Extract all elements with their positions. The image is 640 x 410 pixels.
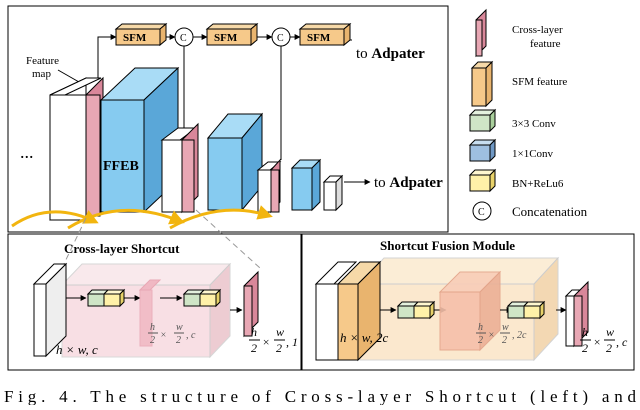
sfm-branch-line-1 [97, 34, 117, 78]
right-dim-out-times: × [593, 335, 601, 349]
legend-bnrelu-label: BN+ReLu6 [512, 178, 564, 190]
left-bnrelu-block [102, 288, 126, 308]
legend-sfm-label: SFM feature [512, 76, 567, 88]
to-adapter-1-prefix: to [356, 46, 371, 62]
left-dim-in: h × w, c [56, 342, 98, 357]
legend-bnrelu-icon [468, 168, 497, 193]
left-dim-out: h 2 × w 2 , 1 [249, 325, 298, 355]
left-input-block [32, 262, 68, 358]
left-bnrelu-block-2 [198, 288, 222, 308]
blue-block-3 [290, 158, 322, 212]
ffeb-label: FFEB [103, 159, 139, 174]
left-dim-mid-h: h [150, 322, 155, 333]
top-panel-frame [7, 5, 449, 233]
cross-layer-slab-2 [181, 122, 199, 214]
left-dim-out-w: w [276, 325, 284, 339]
feature-map-label-2: map [32, 68, 51, 80]
left-dim-mid-w-den: 2 [176, 335, 181, 346]
concat-symbol-1: C [180, 33, 187, 44]
left-mid-slab [138, 279, 162, 347]
right-dim-mid-times: × [488, 330, 495, 341]
right-dim-mid-h-den: 2 [478, 335, 483, 346]
right-input-sfm [336, 260, 382, 362]
legend-cross-layer-label: Cross-layer [512, 24, 563, 36]
left-dim-mid-suffix: , c [186, 330, 196, 341]
right-dim-mid-w: w [502, 322, 509, 333]
left-conv3-block-2 [182, 289, 206, 307]
left-output-slab [243, 270, 259, 338]
right-dim-out-h-den: 2 [582, 341, 588, 355]
legend-conv3-icon [468, 108, 497, 133]
left-dim-out-h: h [251, 325, 257, 339]
sfm-label-1: SFM [123, 32, 147, 44]
left-dim-mid: h 2 × w 2 , c [148, 322, 196, 346]
figure-caption: Fig. 4. The structure of Cross-layer Sho… [4, 387, 636, 405]
to-adapter-2: to Adpater [374, 175, 443, 191]
legend-concat-label: Concatenation [512, 204, 588, 219]
sfm-label-2: SFM [214, 32, 238, 44]
left-panel-frame [7, 233, 302, 371]
legend-conv3-label: 3×3 Conv [512, 118, 556, 130]
concat-symbol-2: C [277, 33, 284, 44]
yellow-skip-arrows [11, 205, 273, 230]
legend-concat-symbol: C [478, 207, 485, 218]
left-conv3-block [86, 289, 110, 307]
cross-layer-slab-1 [85, 76, 104, 218]
right-dim-mid-h: h [478, 322, 483, 333]
right-dim-mid-w-den: 2 [502, 335, 507, 346]
output-block [322, 174, 344, 212]
right-mid-block [438, 270, 502, 352]
legend-cross-layer-label-2: feature [530, 38, 561, 50]
to-adapter-1-word: Adpater [371, 46, 425, 62]
zoom-line-right [195, 209, 261, 269]
right-dim-mid: h 2 × w 2 , 2c [476, 322, 527, 346]
to-adapter-2-prefix: to [374, 175, 389, 191]
right-dim-out: h 2 × w 2 , c [580, 325, 628, 355]
left-dim-out-w-den: 2 [276, 341, 282, 355]
legend-conv1-icon [468, 138, 497, 163]
right-output-slab [564, 280, 590, 348]
right-dim-in: h × w, 2c [340, 330, 388, 345]
right-bnrelu-block [412, 300, 436, 320]
cross-layer-slab-3 [270, 158, 281, 214]
legend-conv1-label: 1×1Conv [512, 148, 554, 160]
feature-map-block [49, 77, 102, 221]
left-dim-out-times: × [262, 335, 270, 349]
sfm-block-1: SFM [114, 22, 168, 47]
right-dim-out-w: w [606, 325, 614, 339]
blue-block-2 [206, 112, 264, 212]
right-panel-title: Shortcut Fusion Module [380, 238, 515, 253]
to-adapter-1: to Adpater [356, 46, 425, 62]
right-conv1-block-2 [506, 301, 530, 319]
legend-cross-layer-icon [475, 8, 487, 58]
right-dim-out-h: h [582, 325, 588, 339]
right-panel-frame [301, 233, 635, 371]
left-dim-mid-h-den: 2 [150, 335, 155, 346]
concat-circle-1: C [174, 27, 194, 47]
legend-sfm-icon [470, 60, 494, 108]
ellipsis-text: ... [20, 142, 34, 162]
right-conv1-block [396, 301, 420, 319]
left-dim-out-suffix: , 1 [286, 335, 298, 349]
left-dim-mid-w: w [176, 322, 183, 333]
left-dim-out-h-den: 2 [251, 341, 257, 355]
feature-map-label: Feature [26, 55, 59, 67]
legend: Cross-layer feature SFM feature 3×3 Conv… [468, 8, 588, 221]
right-bnrelu-block-2 [522, 300, 546, 320]
sfm-label-3: SFM [307, 32, 331, 44]
right-dim-out-w-den: 2 [606, 341, 612, 355]
left-panel-title: Cross-layer Shortcut [64, 241, 180, 256]
sfm-block-3: SFM [298, 22, 352, 47]
legend-concat-icon: C [472, 201, 492, 221]
concat-circle-2: C [271, 27, 291, 47]
right-input-white [314, 261, 358, 361]
right-dim-out-suffix: , c [616, 335, 628, 349]
left-dim-mid-times: × [160, 330, 167, 341]
sfm-block-2: SFM [205, 22, 259, 47]
right-dim-mid-suffix: , 2c [512, 330, 527, 341]
to-adapter-2-word: Adpater [389, 175, 443, 191]
